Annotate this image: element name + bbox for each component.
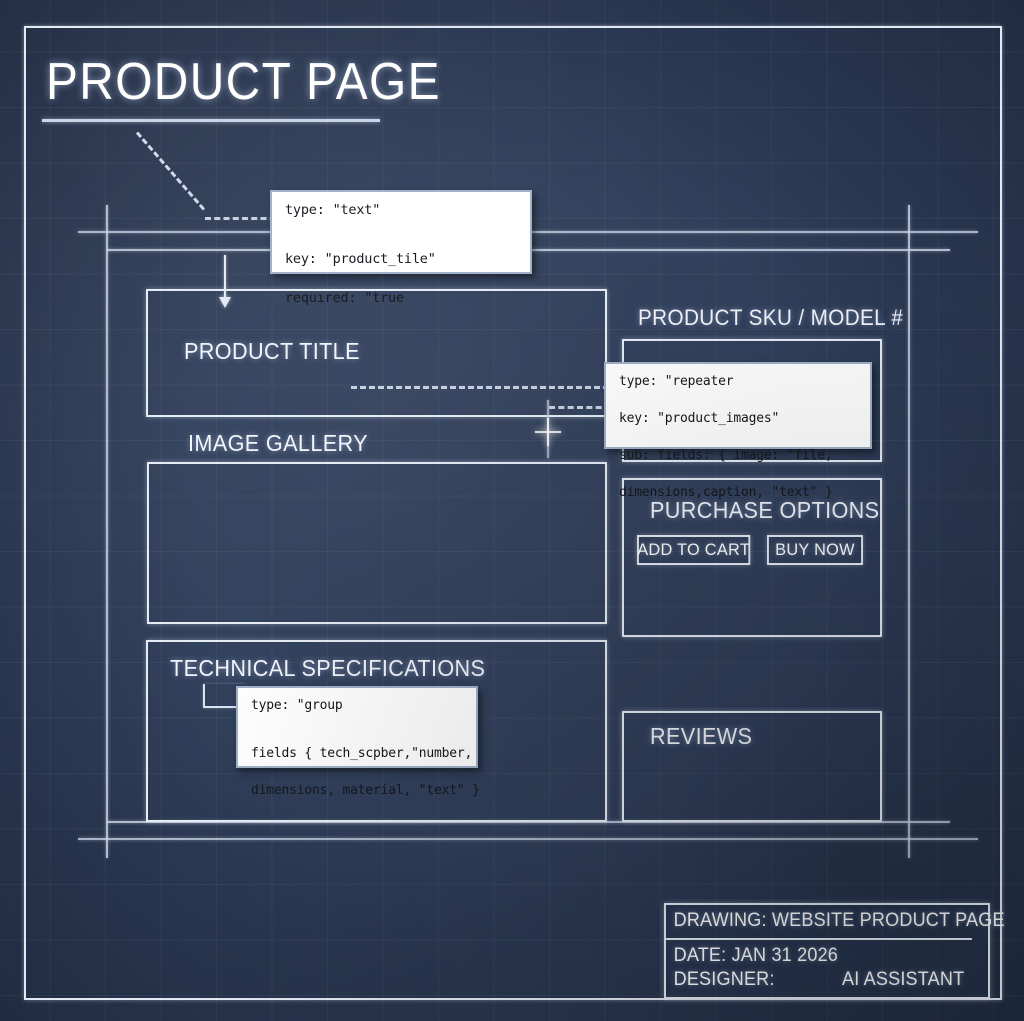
technical-specifications-annotation[interactable]: type: "group fields { tech_scpber,"numbe… [236,686,480,798]
title-block-designer-row: DESIGNER: AI ASSISTANT [666,969,972,997]
guide-line-bottom-outer [78,838,978,840]
image-gallery-annotation-line-1: type: "repeater [619,374,734,389]
image-gallery-box[interactable] [147,462,607,624]
guide-line-left-vertical [106,205,108,858]
guide-line-bottom-inner [107,821,950,823]
title-block-date-row: DATE: JAN 31 2026 [666,938,972,969]
guide-line-right-vertical [908,205,910,858]
image-gallery-annotation-line-4: dimensions,caption, "text" } [619,484,833,500]
drawing-frame-border [24,26,1002,1000]
image-gallery-annotation[interactable]: type: "repeater key: "product_images" su… [604,362,872,500]
title-block-designer-label: DESIGNER: [673,969,775,990]
add-to-cart-button-label: ADD TO CART [637,540,751,559]
image-gallery-annotation-line-2: key: "product_images" [619,410,780,426]
reviews-label: REVIEWS [650,723,753,749]
image-gallery-leader-tick [547,400,549,458]
buy-now-button-label: BUY NOW [775,540,855,559]
technical-specifications-annotation-line-4: dimensions, material, "text" } [251,782,480,798]
add-to-cart-button[interactable]: ADD TO CART [637,535,751,565]
product-title-box[interactable] [146,289,607,417]
purchase-options-box[interactable] [622,478,882,637]
product-title-annotation-line-1: type: "text" [285,202,381,218]
technical-specifications-annotation-line-3: fields { tech_scpber,"number, [251,745,473,761]
image-gallery-label: IMAGE GALLERY [188,430,368,456]
purchase-options-label: PURCHASE OPTIONS [650,497,880,523]
product-title-label: PRODUCT TITLE [184,338,360,364]
product-title-annotation-line-3: key: "product_tile" [285,251,436,268]
page-title-underline [42,119,380,122]
product-sku-label: PRODUCT SKU / MODEL # [638,305,904,330]
annotation-blank-line [285,239,518,250]
technical-specifications-annotation-line-1: type: "group [251,698,343,713]
image-gallery-leader-upper [351,386,609,389]
product-title-arrow-head [219,297,231,308]
title-block: DRAWING: WEBSITE PRODUCT PAGE DATE: JAN … [664,903,1005,999]
image-gallery-annotation-line-3: sub: fields: { image: "file, [619,447,833,463]
buy-now-button[interactable]: BUY NOW [767,535,863,565]
annotation-blank-line [251,734,464,745]
technical-specifications-leader-elbow [203,684,245,708]
technical-specifications-box[interactable] [146,640,607,822]
reviews-box[interactable] [622,711,882,822]
image-gallery-leader-lower [549,406,611,409]
product-title-annotation[interactable]: type: "text" key: "product_tile" requıre… [270,190,532,306]
title-block-drawing-row: DRAWING: WEBSITE PRODUCT PAGE [673,910,1005,931]
title-leader-horizontal [205,217,285,220]
title-block-designer-name: AI ASSISTANT [841,969,965,990]
product-title-arrow-stem [224,255,226,301]
product-title-annotation-line-4: requıred: "true [285,289,404,306]
page-title: PRODUCT PAGE [46,53,441,111]
technical-specifications-label: TECHNICAL SPECIFICATIONS [170,655,486,681]
